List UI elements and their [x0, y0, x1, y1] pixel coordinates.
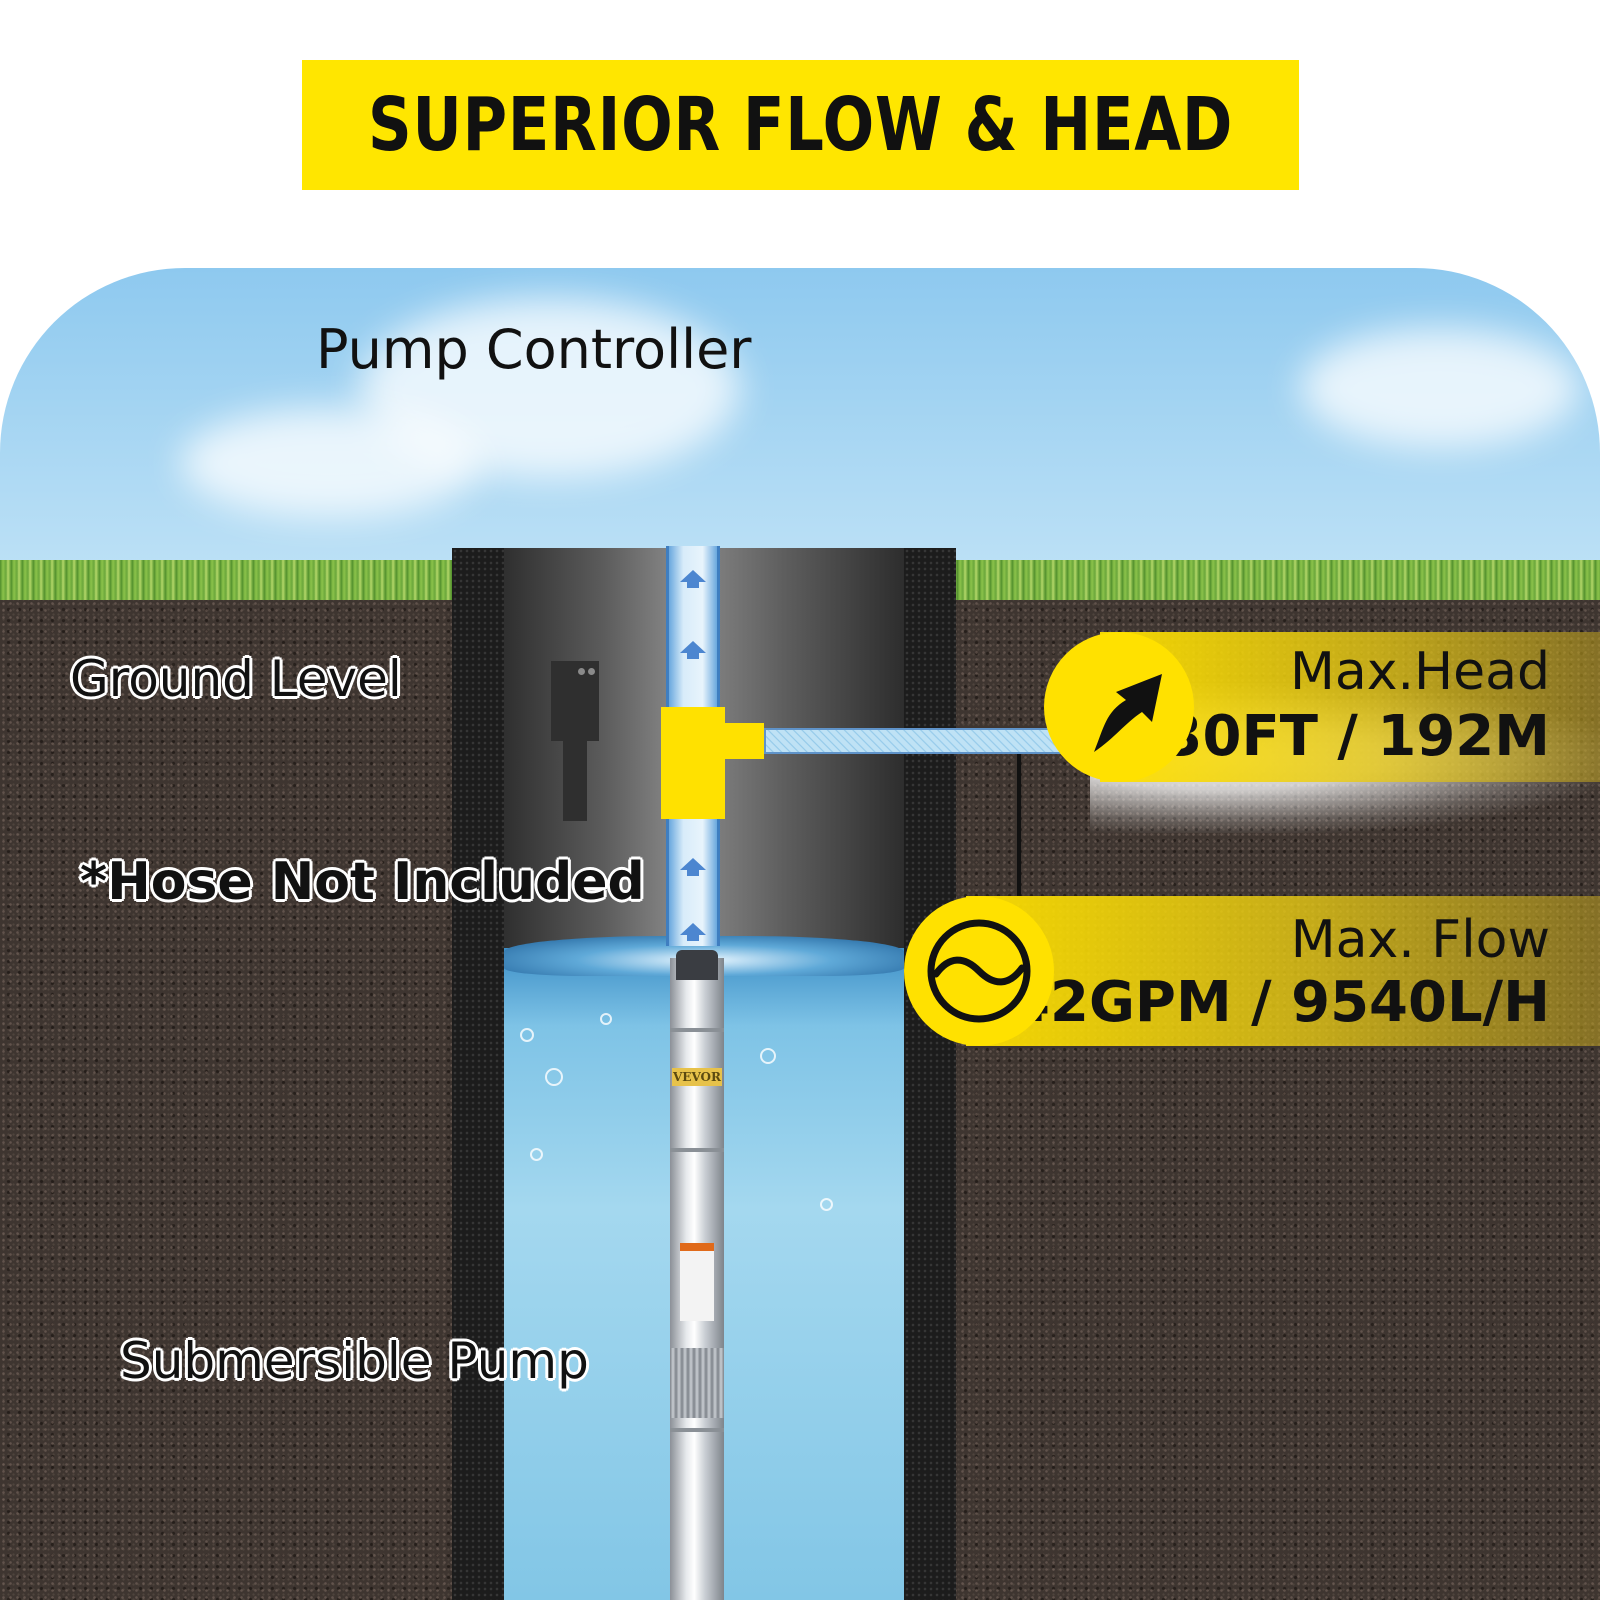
- cloud: [180, 408, 480, 518]
- max-flow-value: 42GPM / 9540L/H: [1011, 970, 1550, 1035]
- pump-controller-label: Pump Controller: [316, 318, 752, 381]
- controller-indicator: [578, 668, 585, 675]
- bubble: [820, 1198, 833, 1211]
- title-banner: SUPERIOR FLOW & HEAD: [302, 60, 1299, 190]
- bubble: [545, 1068, 563, 1086]
- pump-band: [670, 1148, 724, 1152]
- controller-cable: [563, 741, 587, 821]
- pump-cap: [676, 950, 718, 980]
- max-head-label: Max.Head: [1290, 642, 1550, 702]
- max-flow-badge: [904, 896, 1054, 1046]
- bubble: [600, 1013, 612, 1025]
- max-head-value: 630FT / 192M: [1124, 704, 1550, 769]
- discharge-hose: [764, 728, 1096, 754]
- outlet-fitting-elbow: [720, 723, 764, 759]
- submersible-pump-label: Submersible Pump: [120, 1332, 589, 1390]
- banner-title: SUPERIOR FLOW & HEAD: [367, 82, 1234, 168]
- wave-circle-icon: [927, 919, 1031, 1023]
- max-flow-label: Max. Flow: [1290, 910, 1550, 970]
- cloud: [1300, 328, 1580, 448]
- well-casing-right: [904, 548, 956, 1600]
- pump-brand-logo: VEVOR: [672, 1068, 722, 1086]
- hose-support-post: [1017, 754, 1021, 896]
- flow-arrow-icon: [680, 923, 706, 941]
- outlet-fitting: [661, 707, 725, 819]
- max-head-badge: [1044, 632, 1194, 782]
- ground-level-label: Ground Level: [70, 650, 402, 708]
- bubble: [760, 1048, 776, 1064]
- max-flow-panel: Max. Flow 42GPM / 9540L/H: [966, 896, 1600, 1046]
- pump-intake-screen: [670, 1348, 724, 1418]
- pump-warning-label: [680, 1243, 714, 1321]
- bubble: [520, 1028, 534, 1042]
- flow-arrow-icon: [680, 641, 706, 659]
- pump-band: [670, 1028, 724, 1032]
- flow-arrow-icon: [680, 858, 706, 876]
- pump-band: [670, 1428, 724, 1432]
- controller-indicator: [588, 668, 595, 675]
- bubble: [530, 1148, 543, 1161]
- hose-note-label: *Hose Not Included: [80, 852, 645, 912]
- well-casing-left: [452, 548, 504, 1600]
- flow-arrow-icon: [680, 570, 706, 588]
- curved-arrow-up-icon: [1094, 674, 1162, 752]
